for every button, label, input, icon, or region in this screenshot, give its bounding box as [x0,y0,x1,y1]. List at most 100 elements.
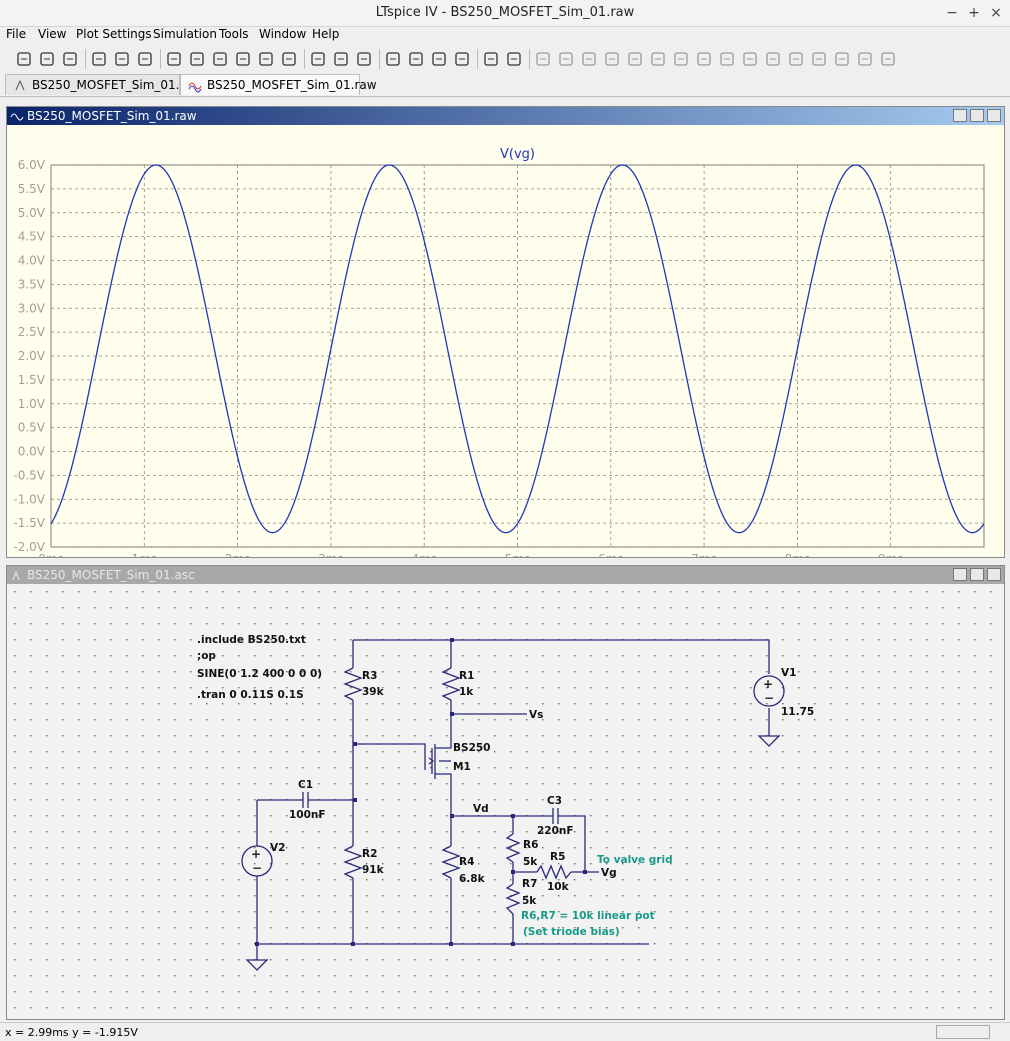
tile-horizontal-icon[interactable] [308,48,328,70]
menu-simulation[interactable]: Simulation [153,27,217,41]
tab-waveform[interactable]: BS250_MOSFET_Sim_01.raw [180,74,377,95]
r2-value[interactable]: 91k [362,864,385,876]
find-icon[interactable] [452,48,472,70]
resistor-icon[interactable] [602,48,622,70]
inductor-icon[interactable] [648,48,668,70]
comment-pot[interactable]: R6,R7 = 10k linear pot [521,910,655,922]
waveform-plot[interactable]: 6.0V5.5V5.0V4.5V4.0V3.5V3.0V2.5V2.0V1.5V… [7,125,1004,557]
menu-window[interactable]: Window [259,27,307,41]
c3-value[interactable]: 220nF [537,825,574,837]
r6-value[interactable]: 5k [523,856,538,868]
halt-icon[interactable] [135,48,155,70]
print-setup-icon[interactable] [481,48,501,70]
paste-icon[interactable] [429,48,449,70]
ground-icon[interactable] [556,48,576,70]
text-icon[interactable] [855,48,875,70]
menu-view[interactable]: View [38,27,67,41]
r7-value[interactable]: 5k [522,895,537,907]
new-schematic-icon[interactable] [14,48,34,70]
menu-plot-settings[interactable]: Plot Settings [76,27,152,41]
pan-icon[interactable] [279,48,299,70]
run-icon[interactable] [112,48,132,70]
m1-model[interactable]: BS250 [453,742,490,754]
move-icon[interactable] [717,48,737,70]
diode-icon[interactable] [671,48,691,70]
mirror-icon[interactable] [832,48,852,70]
open-icon[interactable] [37,48,57,70]
schematic-close-button[interactable] [987,568,1001,581]
v1-value[interactable]: 11.75 [781,706,814,718]
c1-value[interactable]: 100nF [289,809,326,821]
trace-legend-vvg[interactable]: V(vg) [500,147,535,162]
menu-help[interactable]: Help [312,27,340,41]
net-vs[interactable]: Vs [529,709,543,721]
y-tick-label: 2.0V [18,349,46,363]
r5-ref[interactable]: R5 [550,851,565,863]
c3-ref[interactable]: C3 [547,795,562,807]
zoom-in-icon[interactable] [164,48,184,70]
zoom-out-icon[interactable] [210,48,230,70]
plot-close-button[interactable] [987,109,1001,122]
autorange-icon[interactable] [256,48,276,70]
schematic-minimize-button[interactable] [953,568,967,581]
directive-op[interactable]: ;op [197,650,216,662]
c1-ref[interactable]: C1 [298,779,313,791]
minimize-button[interactable]: − [946,5,958,21]
r2-ref[interactable]: R2 [362,848,377,860]
zoom-cancel-icon[interactable] [233,48,253,70]
comment-valve-grid[interactable]: To valve grid [597,854,673,866]
comment-bias[interactable]: (Set triode bias) [523,926,620,938]
menu-tools[interactable]: Tools [219,27,249,41]
r3-value[interactable]: 39k [362,686,385,698]
tile-vertical-icon[interactable] [354,48,374,70]
y-tick-label: 1.5V [18,373,46,387]
maximize-button[interactable]: + [968,5,980,21]
directive-include[interactable]: .include BS250.txt [197,634,306,646]
rotate-icon[interactable] [809,48,829,70]
x-tick-label: 9ms [878,552,904,557]
undo-icon[interactable] [763,48,783,70]
status-bar: x = 2.99ms y = -1.915V [0,1022,1010,1041]
schematic-doc-icon [12,570,20,581]
spice-directive-icon[interactable] [878,48,898,70]
r1-value[interactable]: 1k [459,686,474,698]
label-net-icon[interactable] [579,48,599,70]
y-tick-label: 0.5V [18,421,46,435]
directive-tran[interactable]: .tran 0 0.11S 0.1S [197,689,304,701]
zoom-fit-icon[interactable] [187,48,207,70]
net-vd[interactable]: Vd [473,803,489,815]
component-icon[interactable] [694,48,714,70]
r4-ref[interactable]: R4 [459,856,474,868]
drag-icon[interactable] [740,48,760,70]
schematic-canvas[interactable]: +− +− .include BS250.txt ;op SINE(0 1.2 … [7,584,1004,1019]
capacitor-icon[interactable] [625,48,645,70]
save-icon[interactable] [60,48,80,70]
wire-icon[interactable] [533,48,553,70]
r1-ref[interactable]: R1 [459,670,474,682]
r4-value[interactable]: 6.8k [459,873,486,885]
plot-restore-button[interactable] [970,109,984,122]
schematic-restore-button[interactable] [970,568,984,581]
r7-ref[interactable]: R7 [522,878,537,890]
v1-ref[interactable]: V1 [781,667,796,679]
directive-sine[interactable]: SINE(0 1.2 400 0 0 0) [197,668,322,680]
net-vg[interactable]: Vg [601,867,617,879]
cut-icon[interactable] [383,48,403,70]
control-panel-icon[interactable] [89,48,109,70]
r6-ref[interactable]: R6 [523,839,538,851]
print-icon[interactable] [504,48,524,70]
r5-value[interactable]: 10k [547,881,570,893]
menu-file[interactable]: File [6,27,27,41]
y-tick-label: 4.0V [18,254,46,268]
v2-ref[interactable]: V2 [270,842,285,854]
m1-ref[interactable]: M1 [453,761,471,773]
redo-icon[interactable] [786,48,806,70]
copy-icon[interactable] [406,48,426,70]
status-panel [936,1025,990,1039]
plot-minimize-button[interactable] [953,109,967,122]
close-button[interactable]: × [990,5,1002,21]
tab-schematic[interactable]: BS250_MOSFET_Sim_01.asc [5,74,200,95]
r3-ref[interactable]: R3 [362,670,377,682]
cascade-icon[interactable] [331,48,351,70]
